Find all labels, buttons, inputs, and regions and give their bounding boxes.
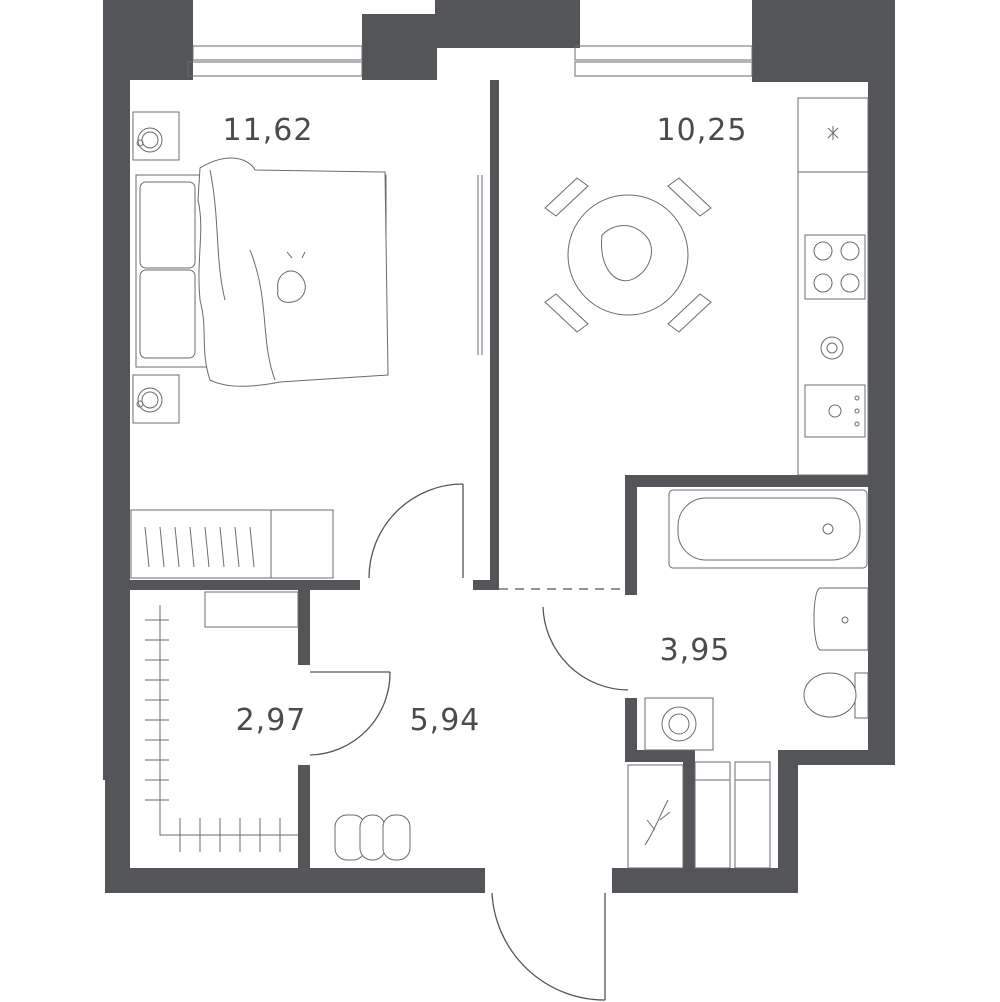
bathroom-fixtures xyxy=(644,489,869,751)
toilet-icon xyxy=(803,672,869,719)
bed-icon xyxy=(135,157,389,387)
windows xyxy=(187,45,753,77)
wardrobe xyxy=(145,591,299,852)
doors xyxy=(309,483,629,1001)
sink-icon xyxy=(813,587,869,651)
interior-walls xyxy=(130,80,868,870)
bathroom-area-label: 3,95 xyxy=(660,633,731,668)
storage xyxy=(627,761,771,869)
kitchen-area-label: 10,25 xyxy=(657,113,748,148)
outer-walls xyxy=(103,0,895,893)
sink-icon xyxy=(804,384,866,438)
door-swing-icon xyxy=(542,606,629,691)
wardrobe-rail-icon xyxy=(145,605,298,852)
washing-machine-icon xyxy=(644,697,714,751)
plant-icon xyxy=(644,799,671,846)
cooktop-icon xyxy=(804,234,866,300)
hallway-area-label: 5,94 xyxy=(410,703,481,738)
nightstand-lamp-icon xyxy=(132,111,180,161)
door-swing-icon xyxy=(368,483,464,579)
nightstand-lamp-icon xyxy=(132,374,180,424)
hallway-bench xyxy=(334,814,411,861)
door-swing-icon xyxy=(309,671,391,756)
cat-icon xyxy=(277,251,306,303)
door-swing-icon xyxy=(491,892,606,1001)
bedroom-area-label: 11,62 xyxy=(223,113,314,148)
bedroom-furniture xyxy=(130,111,483,579)
wardrobe-rail-icon xyxy=(130,509,334,579)
dining-table-icon xyxy=(544,177,712,333)
kitchen-furniture xyxy=(544,97,869,476)
wardrobe-area-label: 2,97 xyxy=(236,703,307,738)
bathtub-icon xyxy=(668,489,868,569)
